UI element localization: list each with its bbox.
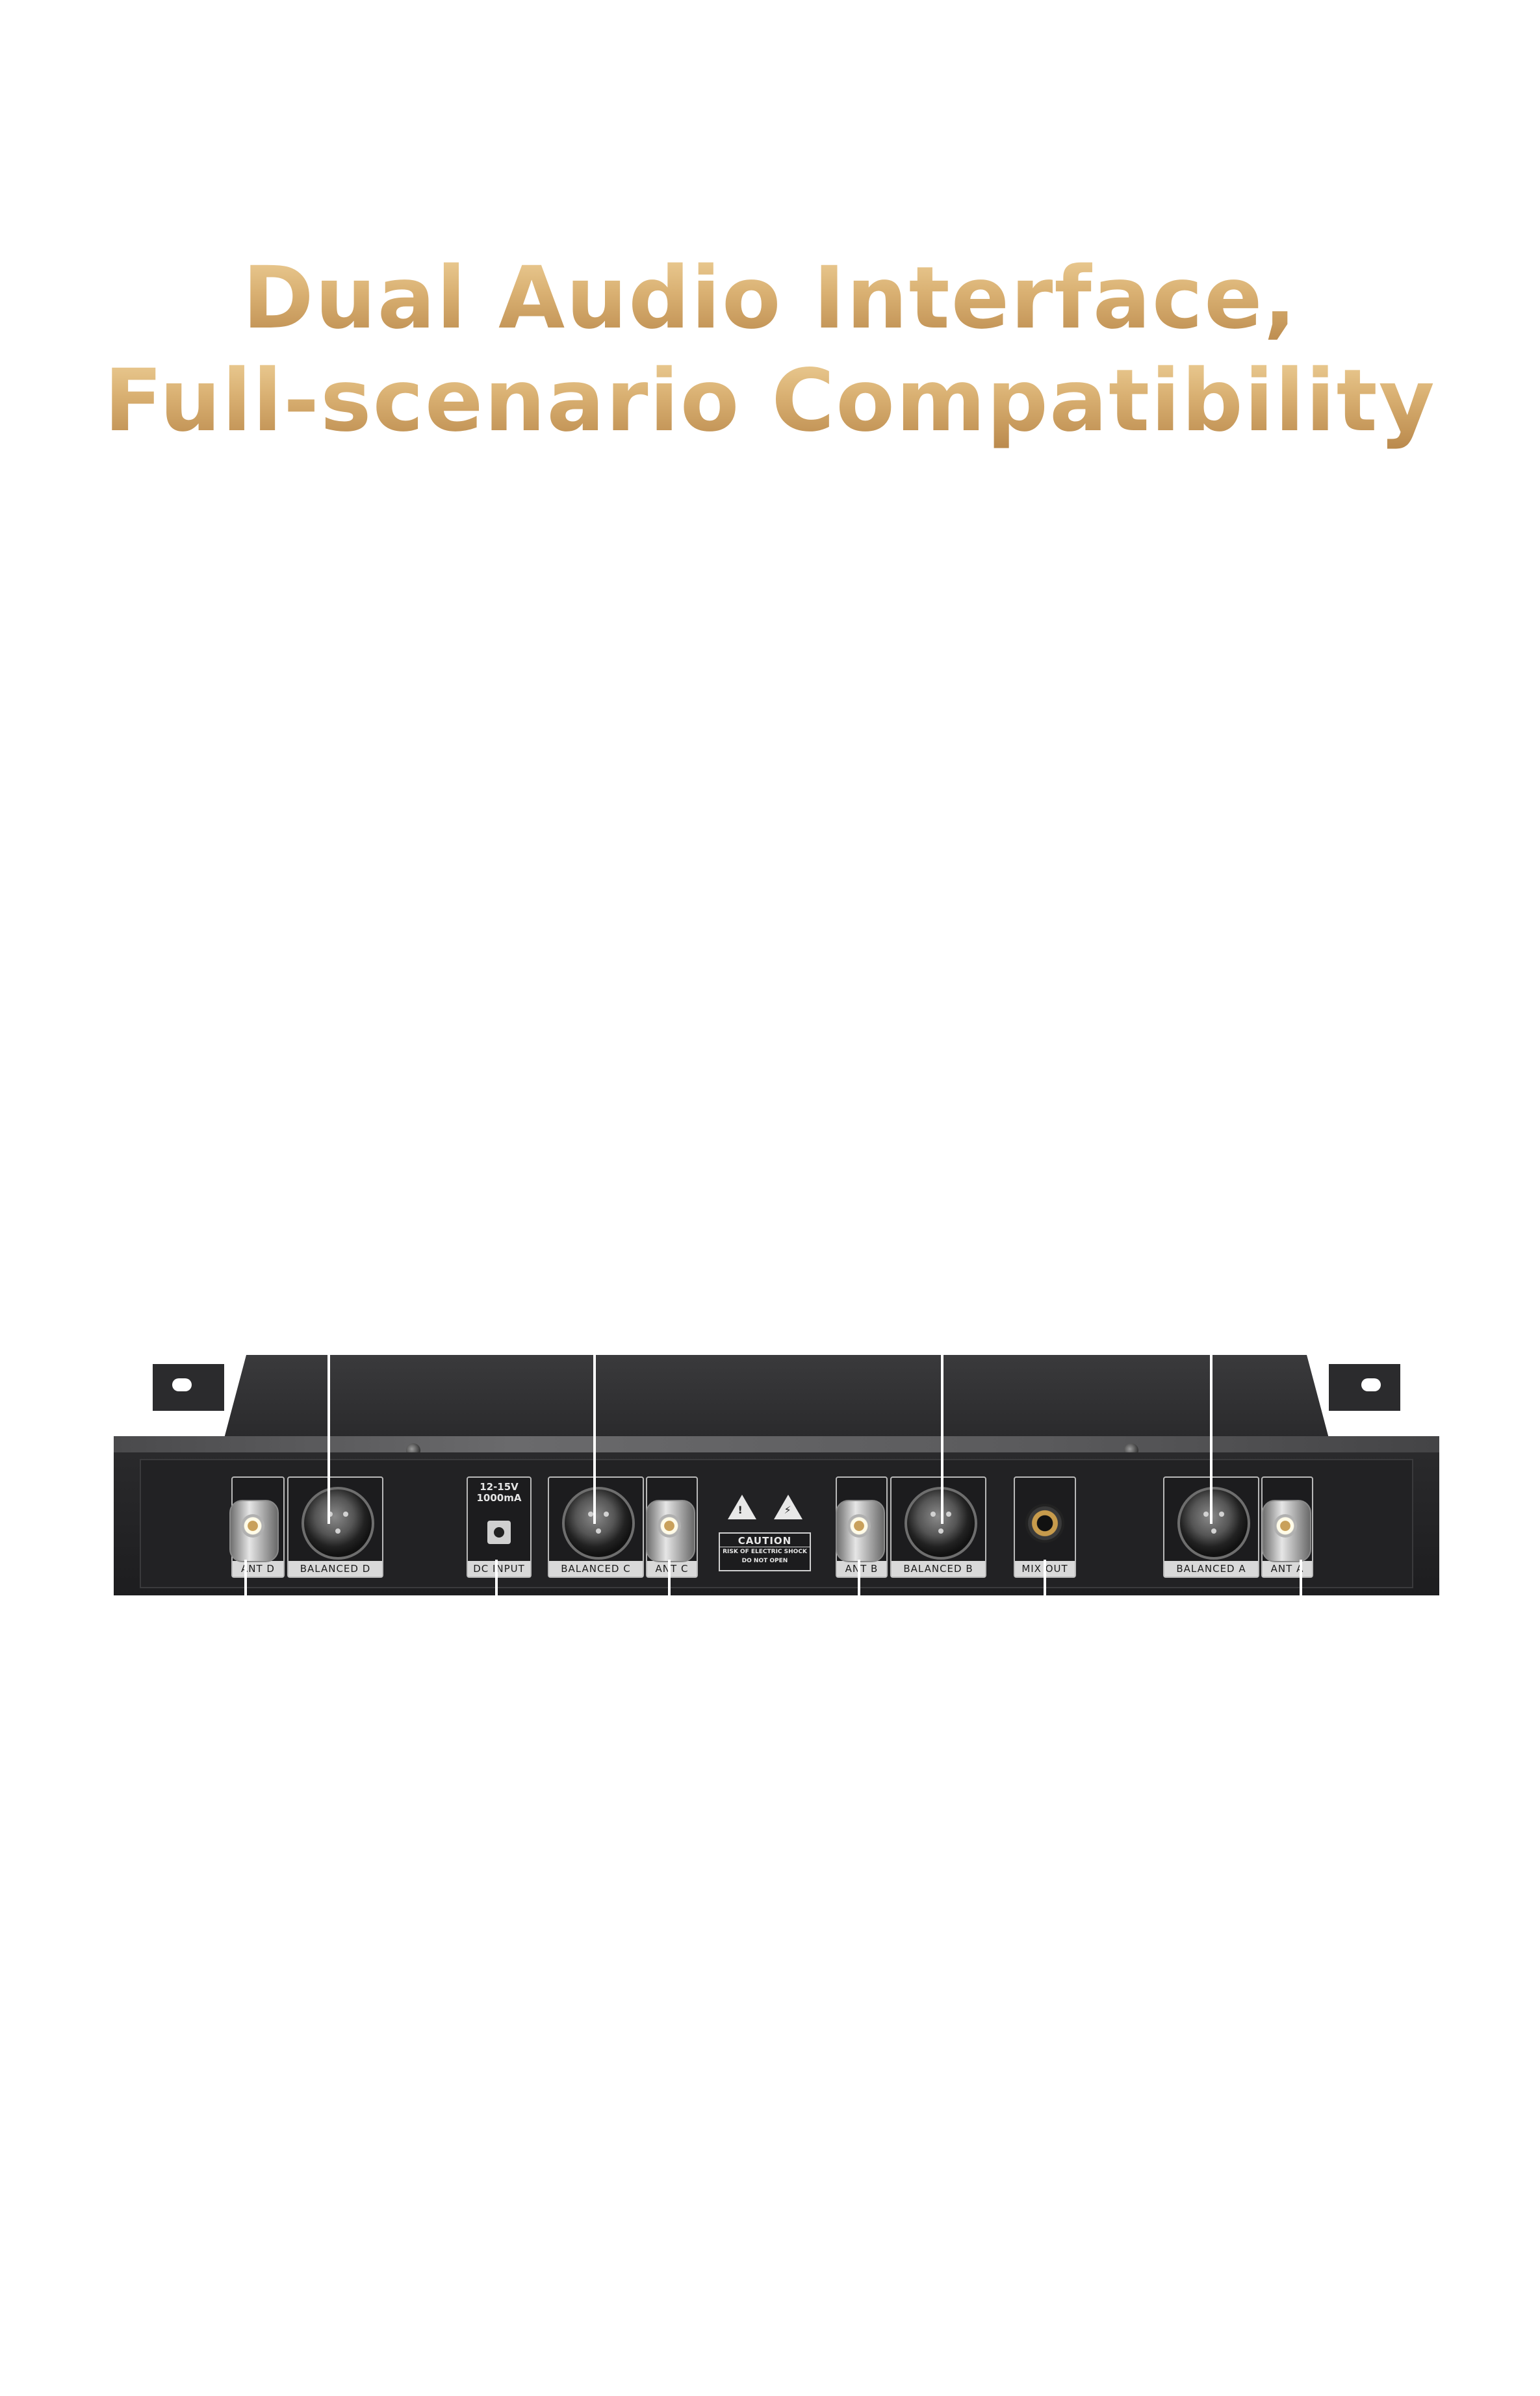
phone-jack-icon: [1025, 1504, 1064, 1543]
port-balanced-d: BALANCED D: [287, 1476, 383, 1578]
bnc-antenna-icon: [224, 1495, 281, 1566]
callout-line: [858, 1560, 860, 1596]
headline-line-2: Full-scenario Compatibility: [0, 350, 1540, 452]
xlr-pin: [596, 1528, 601, 1534]
port-label: BALANCED B: [892, 1561, 985, 1577]
port-label: BALANCED C: [549, 1561, 643, 1577]
xlr-connector-icon: [302, 1487, 374, 1560]
bnc-antenna-icon: [1257, 1495, 1314, 1566]
chassis-top: [224, 1355, 1329, 1438]
dc-spec: 12-15V 1000mA: [476, 1481, 522, 1504]
callout-line: [244, 1560, 247, 1596]
callout-line: [1210, 1355, 1213, 1524]
callout-line: [327, 1355, 330, 1524]
caution-label: ! ⚡ CAUTION RISK OF ELECTRIC SHOCK DO NO…: [719, 1495, 811, 1571]
xlr-pin: [343, 1512, 348, 1517]
caution-title: CAUTION: [720, 1535, 810, 1547]
rack-ear-hole: [1361, 1378, 1381, 1391]
port-label: BALANCED D: [289, 1561, 382, 1577]
xlr-pin: [604, 1512, 609, 1517]
caution-box: CAUTION RISK OF ELECTRIC SHOCK DO NOT OP…: [719, 1532, 811, 1571]
rack-ear-right: [1329, 1364, 1400, 1411]
bnc-antenna-icon: [641, 1495, 698, 1566]
dc-jack-icon: [487, 1521, 511, 1544]
rack-ear-left: [153, 1364, 224, 1411]
chassis-edge: [114, 1436, 1439, 1453]
xlr-connector-icon: [562, 1487, 635, 1560]
xlr-pin: [938, 1528, 943, 1534]
callout-line: [668, 1560, 671, 1596]
callout-line: [941, 1355, 943, 1524]
port-label: ANT A: [1263, 1561, 1312, 1577]
callout-line: [495, 1560, 498, 1596]
warning-triangle-icon: !: [727, 1495, 756, 1519]
headline: Dual Audio Interface, Full-scenario Comp…: [0, 247, 1540, 452]
caution-line-2: DO NOT OPEN: [741, 1558, 788, 1564]
port-label: ANT B: [837, 1561, 886, 1577]
xlr-pin: [1219, 1512, 1224, 1517]
bnc-antenna-icon: [830, 1495, 888, 1566]
bnc-core: [658, 1514, 681, 1538]
callout-line: [1044, 1560, 1046, 1596]
callout-line: [593, 1355, 596, 1524]
caution-line-1: RISK OF ELECTRIC SHOCK: [723, 1549, 807, 1555]
port-dc-input: 12-15V 1000mA DC INPUT: [467, 1476, 532, 1578]
port-mix-out: MIX OUT: [1014, 1476, 1076, 1578]
port-balanced-b: BALANCED B: [890, 1476, 986, 1578]
xlr-pin: [327, 1512, 333, 1517]
port-balanced-a: BALANCED A: [1163, 1476, 1259, 1578]
xlr-pin: [930, 1512, 936, 1517]
xlr-connector-icon: [1177, 1487, 1250, 1560]
xlr-pin: [588, 1512, 593, 1517]
bnc-core: [847, 1514, 871, 1538]
port-label: ANT C: [647, 1561, 697, 1577]
lightning-warning-icon: ⚡: [773, 1495, 802, 1519]
port-label: BALANCED A: [1164, 1561, 1258, 1577]
callout-line: [1300, 1560, 1302, 1596]
xlr-pin: [946, 1512, 951, 1517]
port-label: ANT D: [233, 1561, 283, 1577]
bnc-core: [241, 1514, 264, 1538]
warning-icons: ! ⚡: [719, 1495, 811, 1527]
bnc-core: [1274, 1514, 1297, 1538]
xlr-connector-icon: [905, 1487, 977, 1560]
port-label: DC INPUT: [468, 1561, 530, 1577]
xlr-pin: [1211, 1528, 1216, 1534]
port-balanced-c: BALANCED C: [548, 1476, 644, 1578]
xlr-pin: [1203, 1512, 1209, 1517]
xlr-pin: [335, 1528, 340, 1534]
rack-ear-hole: [172, 1378, 192, 1391]
headline-line-1: Dual Audio Interface,: [0, 247, 1540, 350]
